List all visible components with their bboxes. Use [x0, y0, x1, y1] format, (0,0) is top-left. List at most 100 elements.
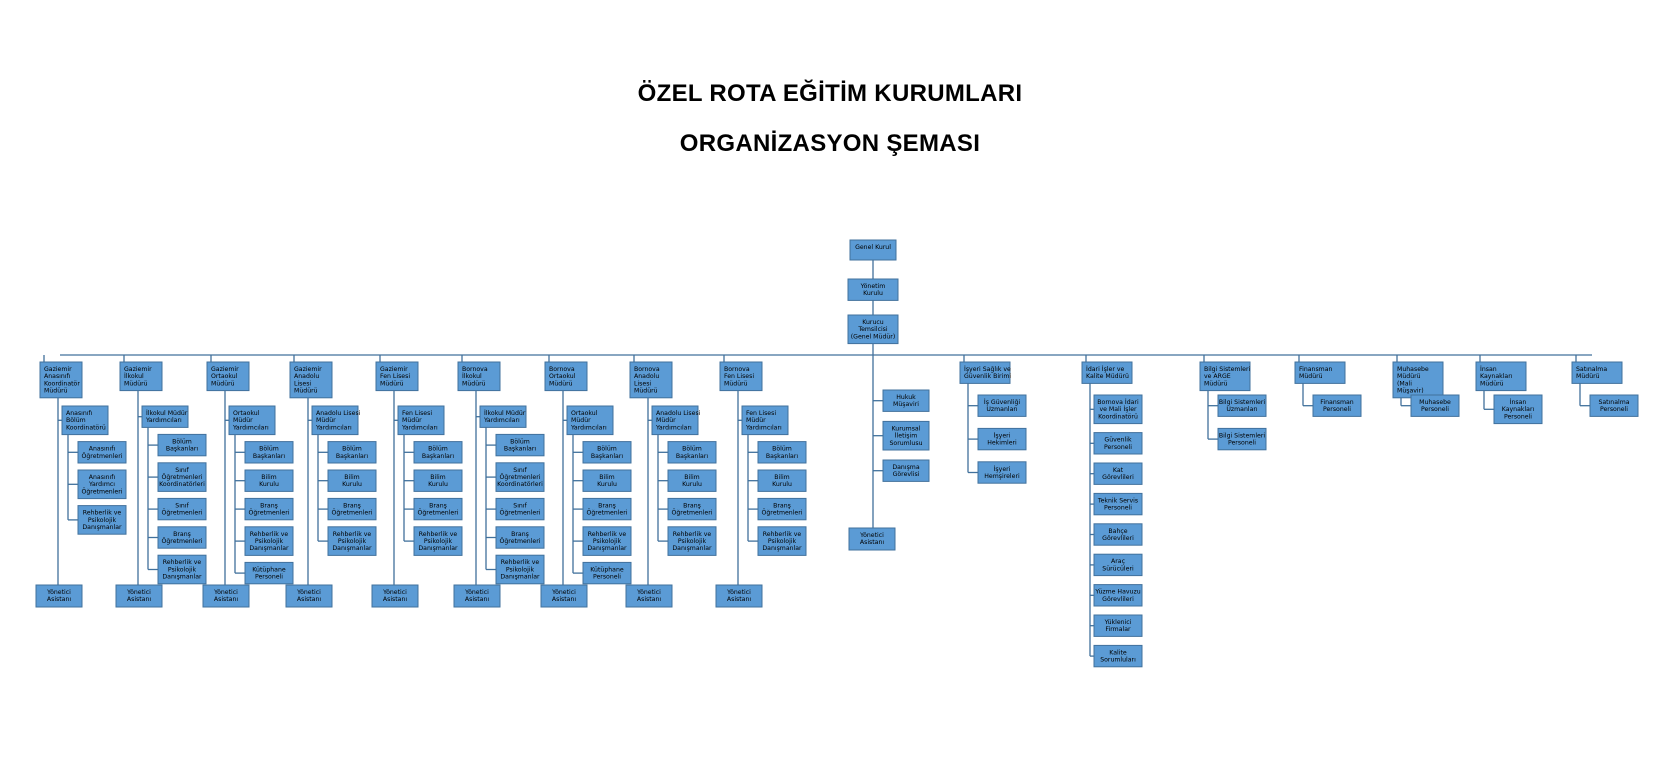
org-box-label: Rehberlik ve — [163, 559, 202, 566]
org-box-label: Yüklenici — [1104, 619, 1132, 626]
org-box-label: Sınıf — [513, 467, 527, 474]
org-box-label: Hemşireleri — [984, 473, 1020, 480]
org-box-label: Koordinatör — [44, 380, 80, 387]
org-box-label: Görevlileri — [1102, 596, 1134, 603]
org-box-label: Yönetici — [726, 589, 751, 596]
org-box-label: Yardımcıları — [745, 424, 782, 431]
org-box-label: ve ARGE — [1204, 373, 1231, 380]
org-box-shape — [629, 361, 673, 399]
org-box-label: Bölüm — [510, 438, 530, 445]
org-box-label: Branş — [173, 531, 191, 538]
org-box-label: Kurulu — [342, 481, 362, 488]
org-box-shape — [977, 394, 1027, 417]
org-box-label: Öğretmenleri — [162, 536, 203, 545]
org-box-label: İnsan — [1510, 397, 1527, 406]
org-box-label: Yüzme Havuzu — [1094, 589, 1140, 596]
org-box-label: Müdür — [316, 417, 336, 424]
org-box-label: Fen Lisesi — [380, 373, 410, 380]
org-box-label: Müdür — [233, 417, 253, 424]
org-box-label: Bilgi Sistemleri — [1219, 399, 1265, 406]
org-box-label: Sınıf — [175, 467, 189, 474]
org-box-label: İlkokul — [462, 371, 482, 380]
org-box-shape — [206, 361, 250, 392]
org-box-label: Yardımcı — [88, 481, 115, 488]
org-box-label: Fen Lisesi — [402, 410, 432, 417]
org-box-shape — [327, 441, 377, 464]
org-box-shape — [1199, 361, 1251, 392]
org-box-label: Psikolojik — [424, 538, 453, 545]
org-box-shape — [61, 405, 109, 436]
org-box-label: (Mali — [1397, 380, 1412, 387]
org-box-label: Branş — [343, 502, 361, 509]
org-box-label: Yönetici — [551, 589, 576, 596]
org-box-label: Öğretmenleri — [332, 508, 373, 517]
org-box-shape — [1093, 492, 1143, 516]
org-box-label: Müdürü — [44, 388, 68, 395]
org-box-shape — [495, 554, 545, 585]
org-box-label: Satınalma — [1598, 399, 1629, 406]
org-box-label: Yönetici — [126, 589, 151, 596]
org-box-label: Müdür — [656, 417, 676, 424]
org-box-shape — [847, 314, 899, 345]
org-box-label: Kurulu — [428, 481, 448, 488]
org-box-label: Anasınıfı — [89, 446, 116, 453]
org-box-label: Personeli — [1228, 440, 1256, 447]
org-box-shape — [667, 526, 717, 556]
org-box-label: Gaziemir — [124, 366, 152, 373]
org-box-shape — [453, 584, 501, 608]
org-box-label: İş Güvenliği — [984, 397, 1020, 406]
org-box-shape — [544, 361, 588, 392]
org-box-shape — [1081, 361, 1133, 384]
org-box-label: Başkanları — [253, 453, 286, 460]
org-box-label: Personeli — [593, 574, 621, 581]
org-box-label: Öğretmenleri — [418, 508, 459, 517]
org-box-shape — [157, 462, 207, 492]
org-box-label: Kütüphane — [252, 566, 286, 573]
page-title: ÖZEL ROTA EĞİTİM KURUMLARI — [637, 80, 1023, 107]
org-box-shape — [244, 526, 294, 556]
org-box-label: Müdür — [746, 417, 766, 424]
org-box-label: Öğretmenleri — [500, 508, 541, 517]
org-box-label: Gaziemir — [211, 366, 239, 373]
org-box-shape — [202, 584, 250, 608]
org-box-label: Danışmanlar — [762, 545, 802, 552]
org-box-shape — [311, 405, 359, 436]
org-box-label: Finansman — [1320, 399, 1354, 406]
org-box-label: Başkanları — [336, 453, 369, 460]
org-box-label: Başkanları — [591, 453, 624, 460]
org-box-label: İlkokul Müdür — [146, 408, 188, 417]
org-box-label: Personeli — [1323, 406, 1351, 413]
org-box-label: İşyeri Sağlık ve — [964, 364, 1011, 373]
org-box-label: Yönetici — [46, 589, 71, 596]
org-box-label: Asistanı — [465, 596, 490, 603]
org-box-label: Görevlileri — [1102, 474, 1134, 481]
org-box-shape — [479, 405, 527, 428]
org-box-shape — [244, 441, 294, 464]
org-box-label: Anasınıfı — [89, 474, 116, 481]
org-box-label: Yönetim — [860, 283, 886, 290]
page-subtitle: ORGANİZASYON ŞEMASI — [679, 130, 981, 157]
org-box-label: Kütüphane — [590, 566, 624, 573]
